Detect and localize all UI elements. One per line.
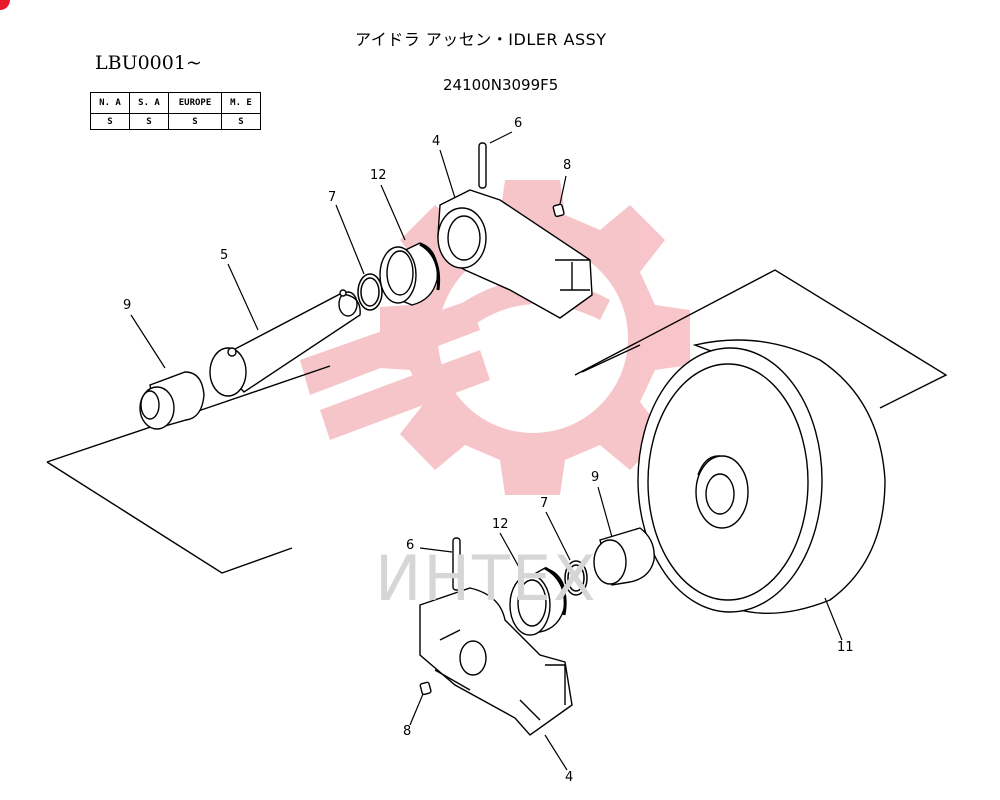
plug-bottom xyxy=(419,681,432,696)
corner-badge xyxy=(0,0,10,10)
floating-seal-bottom xyxy=(509,566,567,636)
callout-6-bottom: 6 xyxy=(406,538,415,553)
bushing-right xyxy=(593,527,655,586)
market-value: S xyxy=(90,113,130,130)
callout-8-top: 8 xyxy=(563,158,572,173)
watermark-text: ИНТЕХ xyxy=(375,542,598,615)
bushing-left xyxy=(139,371,205,430)
part-number: 24100N3099F5 xyxy=(443,76,559,94)
plug-top xyxy=(552,203,565,218)
idler-support-top xyxy=(437,189,593,319)
diagram-title: アイドラ アッセン・IDLER ASSY xyxy=(355,30,607,49)
callout-9-left: 9 xyxy=(123,298,132,313)
callout-9-right: 9 xyxy=(591,470,600,485)
floating-seal-top xyxy=(379,242,441,306)
callout-12-bottom: 12 xyxy=(492,517,509,532)
idler-wheel xyxy=(637,339,886,614)
spring-pin-bottom xyxy=(452,537,461,591)
o-ring-top xyxy=(357,273,383,311)
market-value: S xyxy=(129,113,169,130)
callout-6-top: 6 xyxy=(514,116,523,131)
leader-lines xyxy=(130,131,843,771)
market-value: S xyxy=(221,113,261,130)
callout-5: 5 xyxy=(220,248,229,263)
idler-pin xyxy=(209,289,361,397)
serial-range: LBU0001~ xyxy=(95,52,202,74)
o-ring-bottom xyxy=(564,560,588,596)
callout-7-bottom: 7 xyxy=(540,496,549,511)
callout-4-bottom: 4 xyxy=(565,770,574,785)
idler-support-bottom xyxy=(419,587,573,736)
market-value-row: S S S S xyxy=(90,113,261,130)
callout-8-bottom: 8 xyxy=(403,724,412,739)
callout-7-top: 7 xyxy=(328,190,337,205)
market-header-row: N. A S. A EUROPE M. E xyxy=(90,92,261,114)
callout-11: 11 xyxy=(837,640,854,655)
callout-4-top: 4 xyxy=(432,134,441,149)
callout-12-top: 12 xyxy=(370,168,387,183)
spring-pin-top xyxy=(478,142,487,189)
market-table: N. A S. A EUROPE M. E S S S S xyxy=(90,92,261,130)
market-value: S xyxy=(168,113,222,130)
